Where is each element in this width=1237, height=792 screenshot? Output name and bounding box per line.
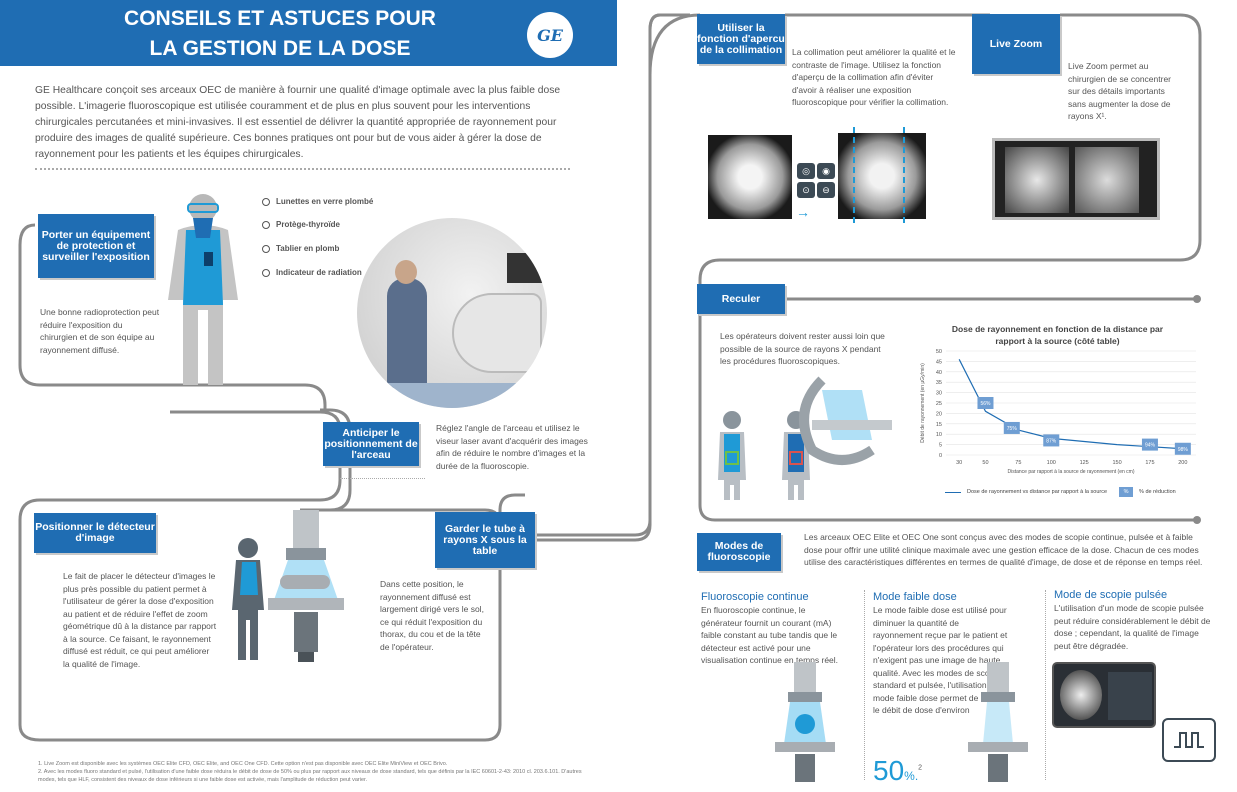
pct-box [1003, 421, 1020, 434]
collimator-icon-2[interactable]: ◉ [817, 163, 835, 179]
legend-line-icon [945, 491, 961, 493]
y-tick-label: 20 [936, 411, 942, 417]
chart-title: Dose de rayonnement en fonction de la di… [951, 324, 1164, 346]
x-tick-label: 100 [1047, 460, 1056, 466]
collimation-line-right [903, 127, 905, 223]
xray-image-right [838, 133, 926, 219]
label-glasses: Lunettes en verre plombé [262, 197, 373, 206]
collimation-text: La collimation peut améliorer la qualité… [792, 47, 956, 107]
legend-pct-icon: % [1119, 487, 1134, 497]
x-axis-label: Distance par rapport à la source de rayo… [1007, 469, 1134, 475]
detecteur-text: Le fait de placer le détecteur d'images … [63, 571, 217, 669]
monitor-image [992, 138, 1160, 220]
badge-collimation: Utiliser la fonction d'apercu de la coll… [697, 14, 785, 64]
legend-series-label: Dose de rayonnement vs distance par rapp… [967, 489, 1108, 495]
label-thyroid: Protège-thyroïde [262, 220, 340, 229]
modes-divider-2 [1045, 590, 1046, 780]
collimation-line-left [853, 127, 855, 223]
x-tick-label: 75 [1015, 460, 1021, 466]
collimator-icon-1[interactable]: ◎ [797, 163, 815, 179]
reculer-text: Les opérateurs doivent rester aussi loin… [720, 331, 885, 366]
pct-label: 75% [1007, 426, 1018, 432]
ge-logo: GE [527, 12, 573, 58]
surgeon-photo [357, 218, 547, 408]
pct-box [1174, 442, 1191, 455]
pct-box [977, 397, 994, 409]
pct-label: 98% [1178, 447, 1189, 453]
continue-illustration [775, 662, 835, 782]
label-apron: Tablier en plomb [262, 244, 339, 253]
modes-text: Les arceaux OEC Elite et OEC One sont co… [804, 532, 1203, 567]
faible-text: Le mode faible dose est utilisé pour dim… [873, 605, 1008, 715]
pct-label: 56% [980, 401, 991, 407]
header-bar [0, 0, 617, 66]
y-tick-label: 25 [936, 401, 942, 407]
y-tick-label: 40 [936, 370, 942, 376]
y-tick-label: 0 [939, 453, 942, 459]
x-tick-label: 30 [956, 460, 962, 466]
pct-label: 94% [1145, 443, 1156, 449]
pct-box [1043, 434, 1060, 447]
pct-box [1141, 438, 1158, 451]
y-tick-label: 5 [939, 443, 942, 449]
y-tick-label: 10 [936, 432, 942, 438]
pulse-monitor [1052, 662, 1156, 728]
x-tick-label: 50 [982, 460, 988, 466]
footnote-2: 2. Avec les modes fluoro standard et pul… [38, 769, 582, 783]
protection-text: Une bonne radioprotection peut réduire l… [40, 307, 160, 355]
legend-pct-label: % de réduction [1139, 489, 1176, 495]
divider [35, 168, 570, 170]
anticiper-dots [340, 478, 425, 479]
x-tick-label: 200 [1178, 460, 1187, 466]
pct-label: 87% [1046, 438, 1057, 444]
modes-divider-1 [864, 590, 865, 780]
continue-text: En fluoroscopie continue, le générateur … [701, 605, 839, 665]
badge-anticiper: Anticiper le positionnement de l'arceau [323, 422, 419, 466]
dose-chart: 0 5 10 15 20 25 30 35 40 45 50 30 50 75 100 125 150 175 20… [920, 349, 1196, 475]
xray-image-left [708, 135, 792, 219]
y-tick-label: 45 [936, 359, 942, 365]
x-tick-label: 125 [1080, 460, 1089, 466]
y-tick-label: 35 [936, 380, 942, 386]
y-tick-label: 15 [936, 422, 942, 428]
badge-garder: Garder le tube à rayons X sous la table [435, 512, 535, 568]
y-tick-label: 50 [936, 349, 942, 355]
y-tick-label: 30 [936, 391, 942, 397]
protected-person-illustration [168, 194, 238, 385]
badge-livezoom: Live Zoom [972, 14, 1060, 74]
badge-reculer: Reculer [697, 284, 785, 314]
faible-title: Mode faible dose [873, 591, 957, 603]
faible-illustration [968, 662, 1028, 782]
intro-text: GE Healthcare conçoit ses arceaux OEC de… [35, 85, 561, 160]
reculer-illustration [718, 376, 892, 500]
chart-legend: Dose de rayonnement vs distance par rapp… [945, 487, 1176, 497]
pulse-text: L'utilisation d'un mode de scopie pulsée… [1054, 603, 1211, 651]
x-tick-label: 175 [1145, 460, 1154, 466]
x-tick-label: 150 [1112, 460, 1121, 466]
detector-illustration [232, 510, 344, 662]
label-dosimeter: Indicateur de radiation [262, 268, 362, 277]
faible-big-number: 50%.2 [873, 755, 923, 786]
badge-modes: Modes de fluoroscopie [697, 533, 781, 571]
arrow-icon: → [796, 204, 810, 220]
garder-text: Dans cette position, le rayonnement diff… [380, 579, 484, 652]
pulse-wave-icon [1162, 718, 1216, 762]
footnote-1: 1. Live Zoom est disponible avec les sys… [38, 761, 448, 767]
badge-detecteur: Positionner le détecteur d'image [34, 513, 156, 553]
anticiper-text: Réglez l'angle de l'arceau et utilisez l… [436, 423, 588, 471]
page-title: CONSEILS ET ASTUCES POUR LA GESTION DE L… [124, 7, 436, 60]
collimator-icon-4[interactable]: ⊖ [817, 182, 835, 198]
continue-title: Fluoroscopie continue [701, 591, 809, 603]
livezoom-text: Live Zoom permet au chirurgien de se con… [1068, 61, 1172, 121]
y-axis-label: Débit de rayonnement (en µGy/min) [920, 363, 926, 443]
collimator-icon-3[interactable]: ⊙ [797, 182, 815, 198]
badge-protection: Porter un équipement de protection et su… [38, 214, 154, 278]
pulse-title: Mode de scopie pulsée [1054, 589, 1168, 601]
